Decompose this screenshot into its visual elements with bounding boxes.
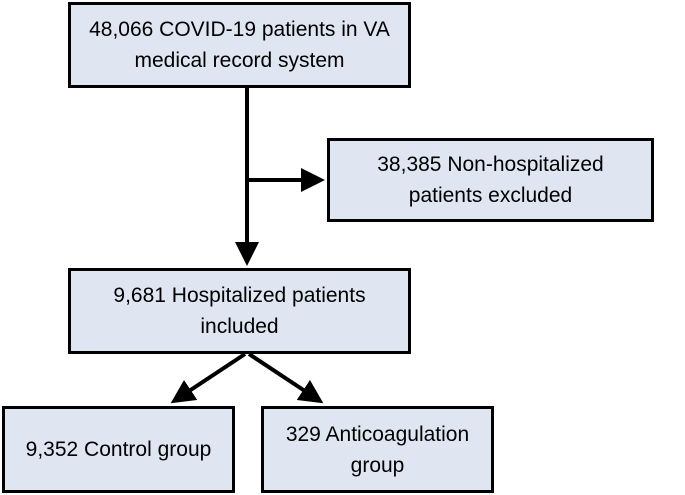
node-included-patients: 9,681 Hospitalized patients included (68, 268, 411, 354)
node-total-patients: 48,066 COVID-19 patients in VA medical r… (68, 2, 411, 88)
arrow-included-to-control (170, 352, 247, 404)
node-control-group: 9,352 Control group (2, 406, 235, 493)
node-excluded-patients-label: 38,385 Non-hospitalized patients exclude… (377, 153, 604, 207)
arrow-included-to-anticoagulation (247, 352, 324, 404)
node-excluded-patients: 38,385 Non-hospitalized patients exclude… (327, 138, 654, 222)
node-included-patients-label: 9,681 Hospitalized patients included (113, 284, 366, 338)
node-total-patients-label: 48,066 COVID-19 patients in VA medical r… (89, 18, 390, 72)
node-control-group-label: 9,352 Control group (25, 438, 212, 461)
node-anticoagulation-group-label: 329 Anticoagulation group (285, 422, 470, 477)
node-anticoagulation-group: 329 Anticoagulation group (261, 406, 494, 493)
